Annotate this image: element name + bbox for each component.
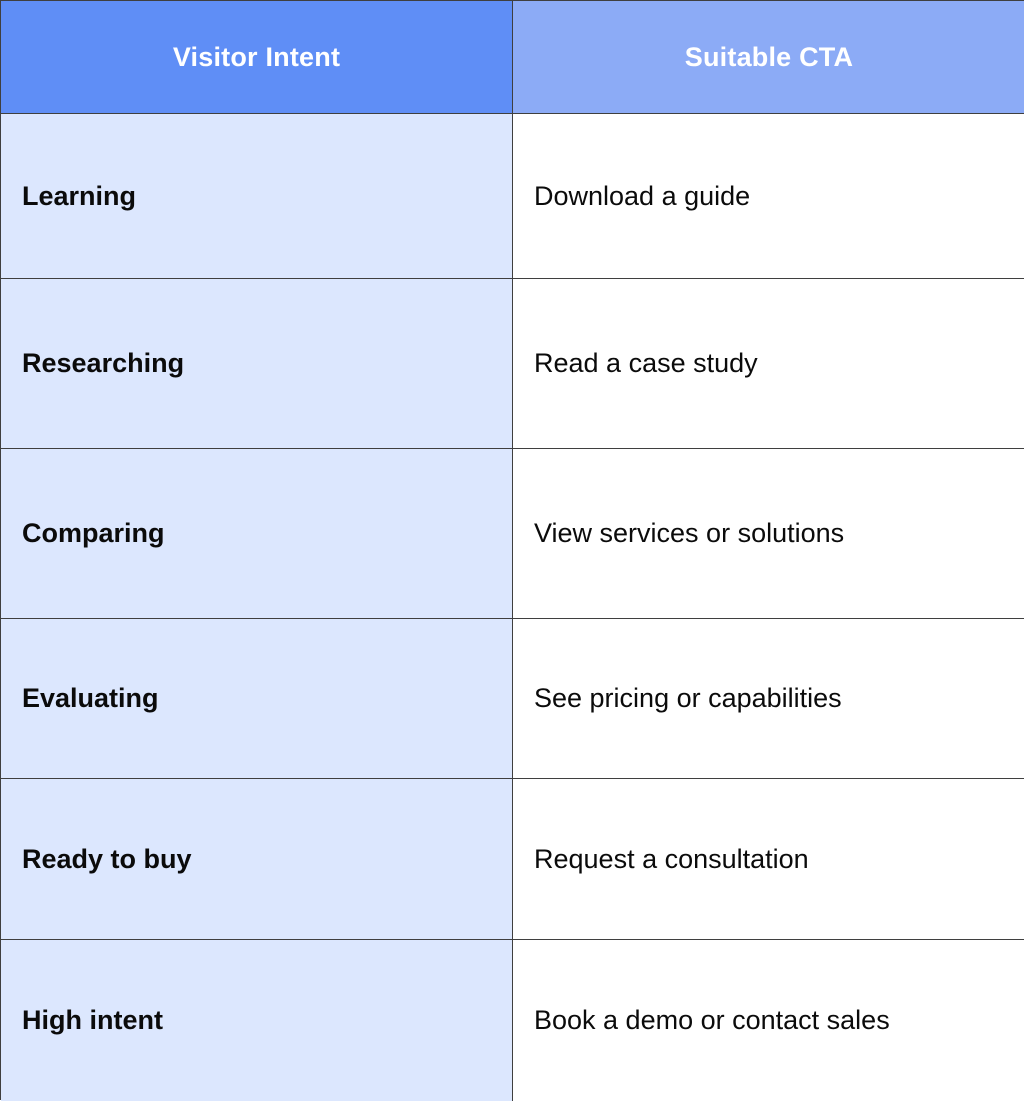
column-header-visitor-intent: Visitor Intent (1, 1, 513, 114)
cta-cell-learning: Download a guide (513, 114, 1024, 279)
intent-cell-researching: Researching (1, 279, 513, 449)
intent-cell-high-intent: High intent (1, 940, 513, 1101)
cta-cell-ready-to-buy: Request a consultation (513, 779, 1024, 940)
intent-cell-ready-to-buy: Ready to buy (1, 779, 513, 940)
column-header-suitable-cta: Suitable CTA (513, 1, 1024, 114)
intent-cell-comparing: Comparing (1, 449, 513, 619)
cta-cell-high-intent: Book a demo or contact sales (513, 940, 1024, 1101)
cta-cell-evaluating: See pricing or capabilities (513, 619, 1024, 779)
intent-cell-learning: Learning (1, 114, 513, 279)
cta-cell-researching: Read a case study (513, 279, 1024, 449)
intent-cell-evaluating: Evaluating (1, 619, 513, 779)
cta-cell-comparing: View services or solutions (513, 449, 1024, 619)
